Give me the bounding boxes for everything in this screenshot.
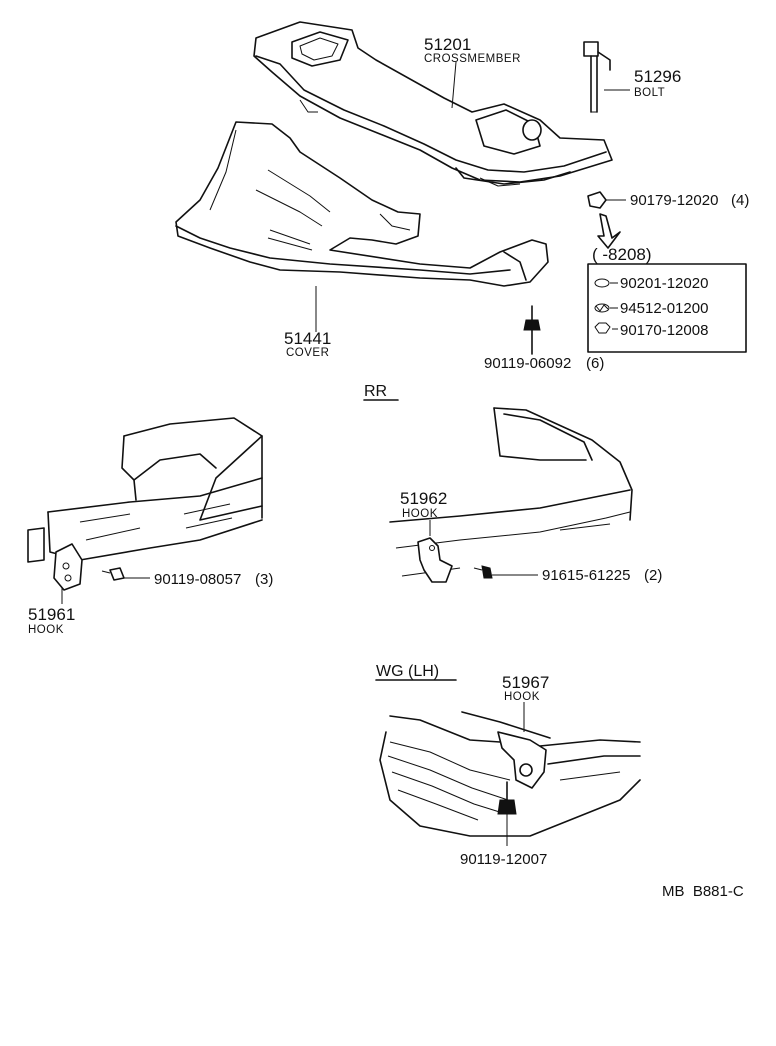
bolt-cover-qty: (6) [586,355,604,372]
nut-90179-number: 90179-12020 [630,192,718,209]
bolt-name: BOLT [634,87,665,99]
hook-51967-number: 51967 [502,673,549,692]
nut-90179-qty: (4) [731,192,749,209]
leader-lines-top [315,61,630,332]
kit-item-1: 90201-12020 [620,275,708,292]
bolt-hook-62-qty: (2) [644,567,662,584]
hook-51967-name: HOOK [504,691,540,703]
cover-drawing [175,121,549,287]
cover-number: 51441 [284,329,331,348]
hook-51962-name: HOOK [402,508,438,520]
kit-item-3: 90170-12008 [620,322,708,339]
section-wg: WG (LH) [376,663,439,680]
rr-right-drawing [389,407,633,583]
bolt-90119-06092-drawing [523,305,541,355]
bolt-hook-61-number: 90119-08057 [154,571,241,588]
bolt-hook-62-number: 91615-61225 [542,567,630,584]
wg-drawing [379,702,641,846]
cover-name: COVER [286,347,329,359]
section-rr: RR [364,383,387,400]
crossmember-name: CROSSMEMBER [424,53,521,65]
bolt-hook-61-qty: (3) [255,571,273,588]
diagram-code: MB B881-C [662,883,744,900]
crossmember-drawing [253,21,613,187]
crossmember-number: 51201 [424,35,471,54]
date-range: ( -8208) [592,245,652,264]
bolt-drawing [583,41,611,113]
rr-left-drawing [27,417,263,604]
hook-51962-number: 51962 [400,489,447,508]
kit-box [587,263,747,353]
bolt-cover-number: 90119-06092 [484,355,571,372]
hook-51961-name: HOOK [28,624,64,636]
hook-51961-number: 51961 [28,605,75,624]
bolt-hook-67-number: 90119-12007 [460,851,547,868]
kit-item-2: 94512-01200 [620,300,708,317]
nut-90179-drawing [587,191,621,249]
bolt-number: 51296 [634,67,681,86]
